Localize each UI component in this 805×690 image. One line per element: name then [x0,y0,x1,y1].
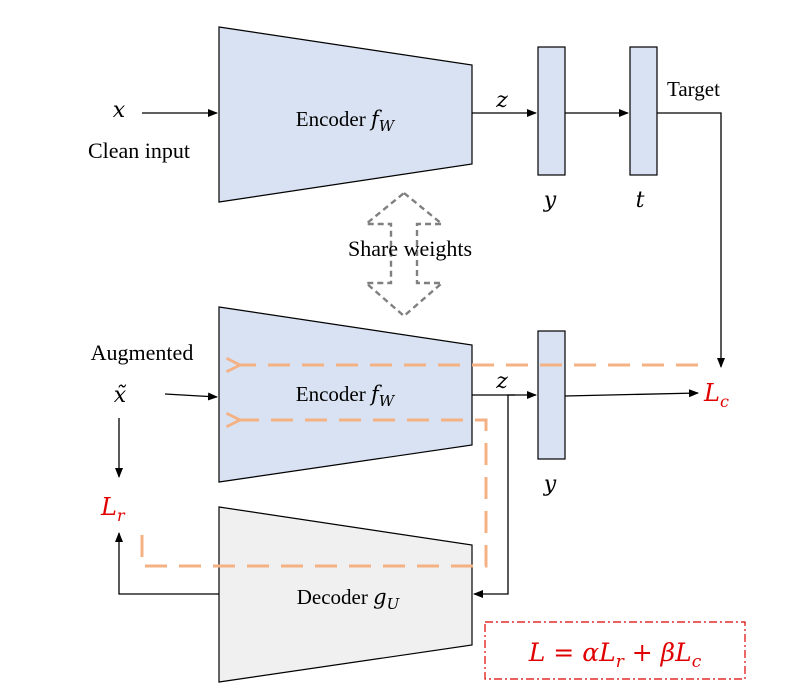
target-label: Target [667,77,720,101]
lr-loss-label: Lr [100,493,126,525]
t-top-bar [629,46,658,176]
z-to-decoder-arrow [473,394,515,598]
y-bottom-to-lc-arrow [564,389,699,398]
encoder-top-label: Encoder fW [296,107,396,135]
z-bottom-label: z [495,369,508,394]
gradient-arrow-from-lr [140,420,488,568]
y-bottom-label: y [543,472,557,497]
decoder-to-lr-arrow [115,532,219,595]
y-bottom-bar [537,330,566,460]
encoder-top-shape [218,26,473,203]
y-top-label: y [543,188,557,213]
encoder-bottom-label: Encoder fW [296,382,396,410]
decoder-label: Decoder gU [297,585,401,613]
lc-loss-label: Lc [703,379,729,411]
augmented-label: Augmented [91,340,194,365]
total-loss-box [484,621,746,680]
target-arrow [657,112,725,368]
t-top-label: t [636,188,645,213]
decoder-shape [218,506,473,683]
augmented-input-symbol: x̃ [114,383,127,408]
z-top-label: z [495,88,508,113]
total-loss-formula: L = αLr + βLc [528,638,702,672]
y-top-bar [537,46,566,176]
clean-input-symbol: x [113,98,126,123]
encoder-bottom-shape [218,306,473,483]
clean-input-label: Clean input [88,138,190,163]
share-weights-arrow [362,191,446,318]
share-weights-label: Share weights [348,236,472,261]
augmented-input-arrow [164,392,218,401]
